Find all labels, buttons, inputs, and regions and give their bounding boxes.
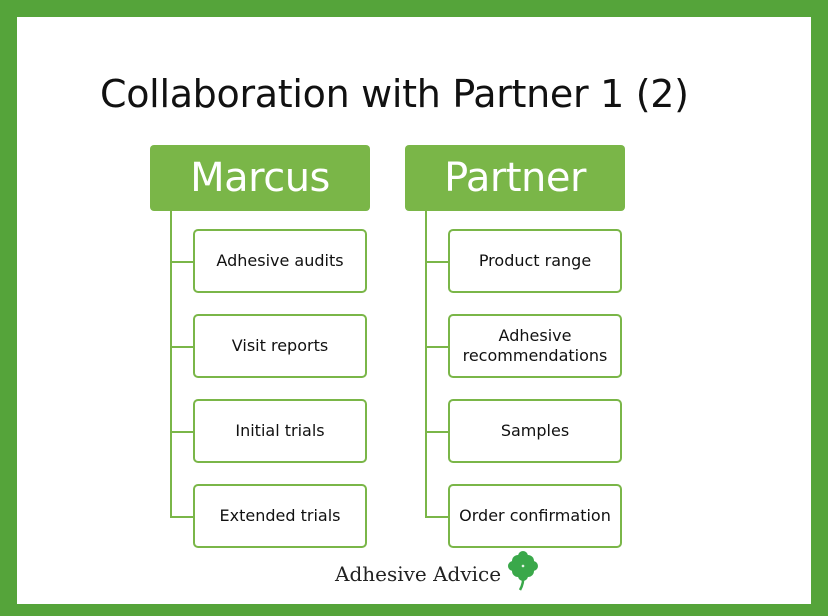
marcus-item-extended-trials: Extended trials: [193, 484, 367, 548]
connector-branch: [170, 431, 193, 433]
marcus-item-visit-reports: Visit reports: [193, 314, 367, 378]
marcus-item-adhesive-audits: Adhesive audits: [193, 229, 367, 293]
column-header-marcus: Marcus: [150, 145, 370, 211]
connector-branch: [425, 261, 448, 263]
column-header-partner: Partner: [405, 145, 625, 211]
slide: Collaboration with Partner 1 (2) Marcus …: [17, 17, 811, 604]
connector-branch: [170, 516, 193, 518]
connector-trunk-marcus: [170, 211, 172, 518]
four-leaf-clover-icon: [508, 551, 539, 591]
partner-item-product-range: Product range: [448, 229, 622, 293]
slide-title: Collaboration with Partner 1 (2): [100, 72, 689, 116]
partner-item-samples: Samples: [448, 399, 622, 463]
connector-branch: [425, 431, 448, 433]
connector-branch: [170, 261, 193, 263]
partner-item-adhesive-recommendations: Adhesive recommendations: [448, 314, 622, 378]
logo-text: Adhesive Advice: [335, 562, 502, 586]
connector-trunk-partner: [425, 211, 427, 518]
partner-item-order-confirmation: Order confirmation: [448, 484, 622, 548]
marcus-item-initial-trials: Initial trials: [193, 399, 367, 463]
adhesive-advice-logo: Adhesive Advice: [335, 551, 541, 591]
connector-branch: [425, 516, 448, 518]
connector-branch: [170, 346, 193, 348]
connector-branch: [425, 346, 448, 348]
